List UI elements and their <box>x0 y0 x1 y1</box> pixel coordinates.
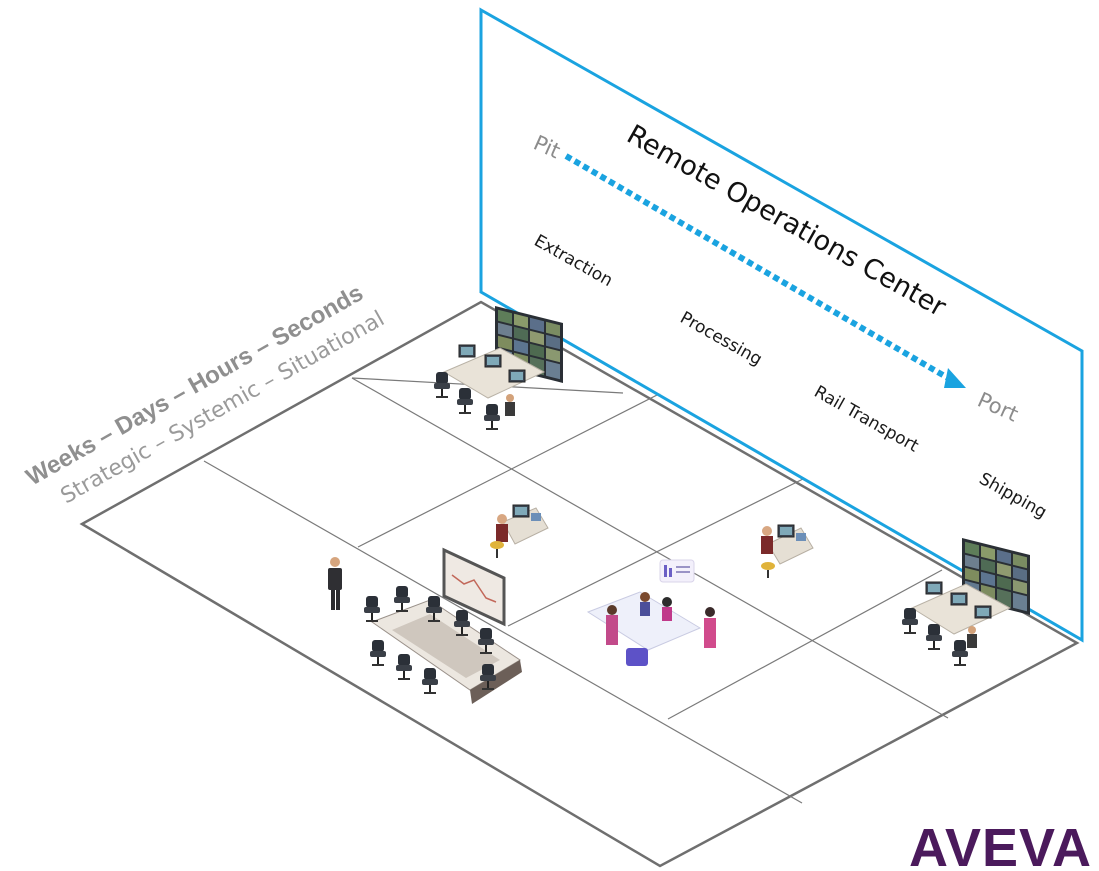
conference-room-icon <box>328 547 522 704</box>
executive-person-icon <box>328 557 342 610</box>
collaboration-team-icon <box>586 559 716 666</box>
floor-plane <box>79 300 1080 868</box>
floor-outline <box>79 300 1080 868</box>
control-room-top <box>433 306 563 430</box>
aveva-logo: AVEVA <box>909 818 1092 871</box>
flow-arrow-head <box>944 368 966 388</box>
flow-arrow-line <box>564 153 950 381</box>
control-room-right <box>901 538 1030 666</box>
operator-desk-icon <box>433 344 546 430</box>
operator-workstation-right <box>761 524 814 578</box>
operator-workstation-center <box>490 504 549 558</box>
operator-desk-icon <box>901 581 1012 666</box>
panel-border <box>479 7 1084 643</box>
trend-chart-board-icon <box>442 547 506 627</box>
